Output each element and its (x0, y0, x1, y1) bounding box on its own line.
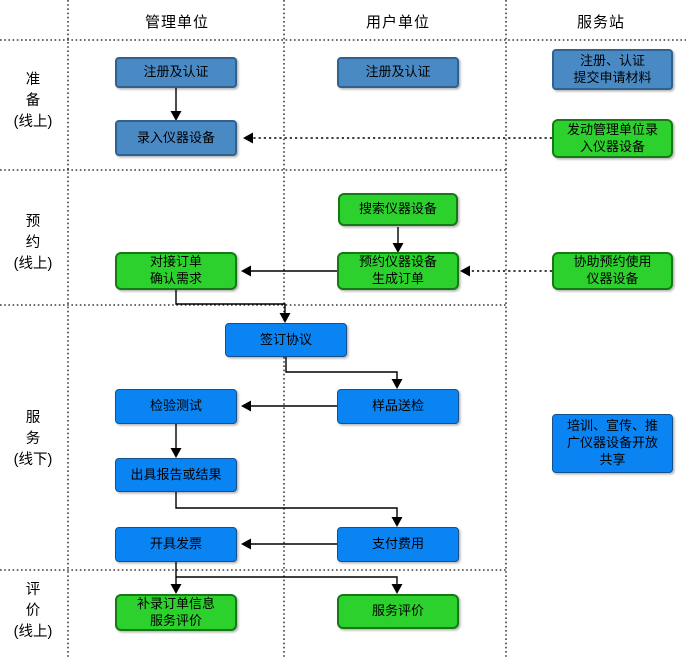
column-header-station: 服务站 (576, 14, 626, 31)
edge-dock-to-sign (175, 290, 286, 314)
node-user-review: 服务评价 (337, 594, 459, 629)
dotted-connectors (253, 137, 552, 272)
arrowhead (279, 313, 291, 323)
node-pay: 支付费用 (337, 527, 459, 562)
solid-connectors (175, 88, 399, 585)
node-station-launch: 发动管理单位录 入仪器设备 (552, 119, 673, 158)
node-station-assist: 协助预约使用 仪器设备 (552, 252, 673, 290)
node-makeup-review: 补录订单信息 服务评价 (115, 594, 237, 631)
node-sample: 样品送检 (337, 389, 459, 424)
arrowhead (170, 111, 182, 121)
node-mgmt-entry: 录入仪器设备 (115, 120, 237, 156)
arrowheads (170, 111, 470, 594)
lane-label-reserve: 预 约 (线上) (13, 214, 53, 273)
node-sign-agreement: 签订协议 (225, 323, 347, 357)
arrowhead (241, 265, 251, 277)
edge-report-to-pay (175, 492, 398, 518)
lane-label-prepare: 准 备 (线上) (13, 72, 53, 131)
edge-invoice-to-review (176, 576, 398, 585)
arrowhead (392, 243, 404, 253)
node-report: 出具报告或结果 (115, 458, 237, 492)
node-invoice: 开具发票 (115, 527, 237, 562)
arrowhead (391, 379, 403, 389)
arrowhead (241, 400, 251, 412)
arrowhead (170, 584, 182, 594)
arrowhead (460, 265, 470, 277)
arrowhead (243, 132, 253, 144)
node-station-register: 注册、认证 提交申请材料 (552, 49, 673, 90)
lane-label-service: 服 务 (线下) (13, 410, 53, 469)
node-test: 检验测试 (115, 389, 237, 424)
node-search: 搜索仪器设备 (338, 193, 458, 226)
arrowhead (391, 517, 403, 527)
lane-label-evaluate: 评 价 (线上) (13, 582, 53, 641)
node-dock-order: 对接订单 确认需求 (115, 252, 237, 290)
column-header-management: 管理单位 (144, 14, 210, 31)
arrowhead (170, 448, 182, 458)
node-book-order: 预约仪器设备 生成订单 (337, 252, 459, 290)
edge-sign-to-sample (285, 357, 398, 380)
node-station-training: 培训、宣传、推 广仪器设备开放 共享 (552, 414, 673, 473)
column-header-user: 用户单位 (365, 14, 431, 31)
arrowhead (391, 584, 403, 594)
arrowhead (241, 538, 251, 550)
node-mgmt-register: 注册及认证 (115, 57, 237, 88)
node-user-register: 注册及认证 (337, 57, 459, 88)
